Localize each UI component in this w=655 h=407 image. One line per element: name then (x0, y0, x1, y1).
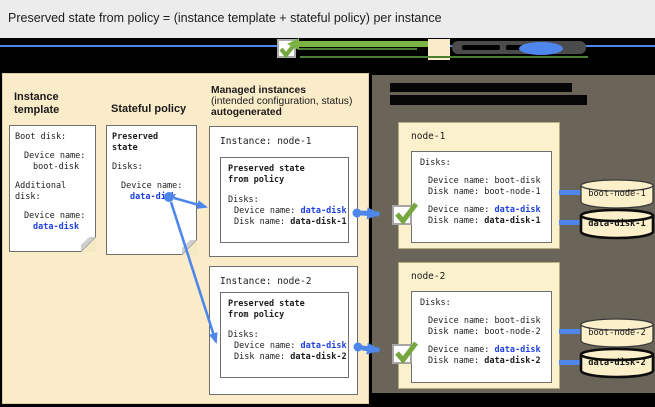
managed-instance-node-1: Instance: node-1 Preserved state from po… (209, 126, 358, 257)
disk-label: data-disk-1 (588, 219, 646, 229)
disk-cylinder-data-disk-2: data-disk-2 (579, 347, 655, 379)
flow-disk-ellipse (519, 42, 563, 55)
cylinder-icon (579, 347, 655, 379)
doc-line: Preserved state (112, 132, 159, 153)
instance-template-label: Instance template (14, 91, 60, 116)
doc-line: Device name: data-disk (428, 204, 541, 215)
doc-line: Disks: (420, 298, 451, 308)
doc-line: Disks: (420, 158, 451, 168)
doc-line: Device name: data-disk (234, 341, 347, 351)
managed-instances-header-3: autogenerated (211, 107, 282, 118)
stateful-policy-label: Stateful policy (111, 103, 187, 115)
managed-instance-node-2: Instance: node-2 Preserved state from po… (209, 266, 358, 395)
page-fold-icon (81, 237, 96, 252)
config-panel: Instance template Boot disk: Device name… (2, 73, 369, 404)
doc-line: Disk name: data-disk-1 (234, 217, 347, 227)
doc-line: Disks: (112, 162, 143, 172)
preserved-state-box: Preserved state from policy Disks: Devic… (220, 157, 349, 243)
doc-line: Device name: data-disk (428, 344, 541, 355)
instance-title: Instance: node-2 (220, 276, 312, 287)
cylinder-icon (579, 208, 655, 240)
sync-checkbox-node-2 (392, 341, 418, 364)
doc-line: Disk name: data-disk-2 (234, 352, 347, 362)
vm-node-2: node-2 Disks: Device name: boot-disk Dis… (398, 262, 560, 389)
doc-line: Additional disk: (15, 181, 67, 202)
flow-strip (0, 38, 655, 65)
redacted-header-line-2 (390, 95, 587, 105)
vm-node-1: node-1 Disks: Device name: boot-disk Dis… (398, 122, 560, 249)
disk-cylinder-boot-node-2: boot-node-2 (579, 317, 655, 349)
disk-connector (559, 220, 584, 225)
doc-line-data-disk: data-disk (33, 222, 80, 232)
flow-green-bar (298, 41, 432, 47)
doc-line: Boot disk: (15, 132, 67, 142)
doc-line: Disks: (228, 195, 259, 205)
disk-label: boot-node-2 (588, 328, 646, 338)
disk-label: boot-node-1 (588, 189, 646, 199)
vm-title: node-1 (411, 131, 446, 142)
flow-green-line (299, 47, 417, 50)
doc-line: Device name: (121, 181, 183, 191)
doc-line: Device name: boot-disk (428, 175, 541, 186)
doc-line: boot-disk (33, 162, 80, 172)
managed-instances-header-1: Managed instances (211, 85, 306, 96)
vm-disks-box: Disks: Device name: boot-disk Disk name:… (411, 291, 552, 383)
instance-title: Instance: node-1 (220, 136, 312, 147)
flow-text-blob (462, 45, 500, 50)
flow-template-chip (428, 39, 450, 60)
flow-underline (300, 56, 588, 58)
title-bar: Preserved state from policy = (instance … (0, 0, 655, 38)
check-icon (395, 202, 418, 225)
disk-label: data-disk-2 (588, 358, 646, 368)
doc-line: Device name: (24, 151, 86, 161)
diagram-title: Preserved state from policy = (instance … (8, 11, 442, 25)
instance-template-doc: Boot disk: Device name: boot-disk Additi… (9, 125, 96, 252)
managed-instances-header-2: (intended configuration, status) (211, 96, 353, 107)
preserved-state-header: Preserved state from policy (228, 164, 305, 185)
disk-cylinder-boot-node-1: boot-node-1 (579, 178, 655, 210)
doc-line: Device name: boot-disk (428, 315, 541, 326)
preserved-state-box: Preserved state from policy Disks: Devic… (220, 292, 349, 378)
doc-line: Disk name: boot-node-2 (428, 327, 541, 337)
flow-green-arrowhead (287, 38, 299, 50)
cylinder-icon (580, 318, 654, 348)
vm-title: node-2 (411, 271, 446, 282)
doc-line: Disk name: data-disk-1 (428, 216, 541, 226)
disk-connector (559, 190, 584, 195)
sync-checkbox-node-1 (392, 202, 418, 225)
vm-disks-box: Disks: Device name: boot-disk Disk name:… (411, 151, 552, 243)
doc-line: Device name: data-disk (234, 206, 347, 216)
doc-line: Device name: (24, 211, 86, 221)
redacted-header-line-1 (390, 83, 572, 92)
doc-line: Disk name: data-disk-2 (428, 356, 541, 366)
cylinder-icon (580, 179, 654, 209)
disk-cylinder-data-disk-1: data-disk-1 (579, 208, 655, 240)
disk-connector (559, 329, 584, 334)
stateful-policy-doc: Preserved state Disks: Device name: data… (106, 125, 197, 255)
disk-connector (559, 360, 584, 365)
doc-line: Disks: (228, 330, 259, 340)
doc-line: Disk name: boot-node-1 (428, 187, 541, 197)
preserved-state-header: Preserved state from policy (228, 299, 305, 320)
check-icon (395, 341, 418, 364)
doc-line-data-disk: data-disk (130, 192, 177, 202)
page-fold-icon (182, 240, 197, 255)
